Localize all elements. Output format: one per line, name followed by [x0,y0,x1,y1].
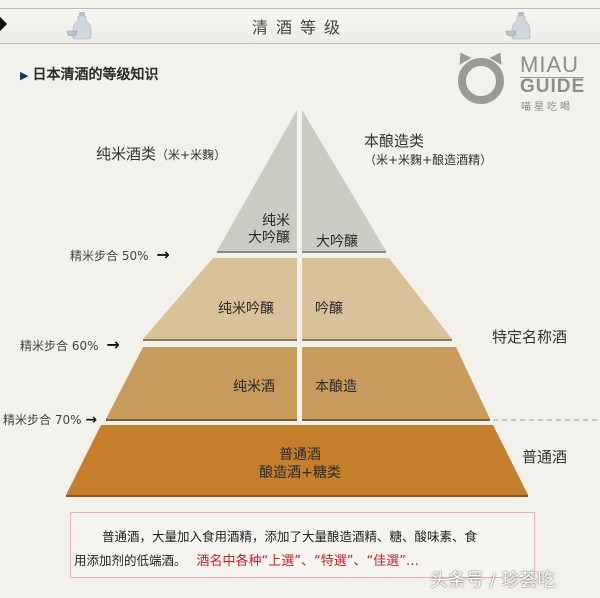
tier-4-label-line2: 酿造酒+糖类 [259,465,341,481]
tier-3-left-label: 纯米酒 [233,379,275,395]
note-highlight: 酒名中各种“上選”、“特選”、“佳選”… [196,554,419,569]
tier-4 [66,425,528,495]
side-label-special: 特定名称酒 [492,328,568,346]
polish-ratio-50-label: 精米步合 50% [70,249,149,263]
tier-3-left [106,347,297,419]
tier-2-right-label: 吟醸 [315,301,343,317]
logo-text-guide: GUIDE [520,76,586,97]
page-title: 清酒等级 [251,18,348,37]
tier-1-left-label-line2: 大吟醸 [248,230,290,246]
tier-1-right [302,110,386,251]
arrow-right-icon: → [106,335,120,354]
tier-1-right-label: 大吟醸 [316,234,358,250]
tier-4-label-line1: 普通酒 [279,447,321,463]
category-junmai-detail: （米+米麴） [156,148,227,162]
note-text-line1: 普通酒，大量加入食用酒精，添加了大量酿造酒精、糖、酸味素、食 [102,529,478,544]
polish-ratio-60: 精米步合 60% → [20,335,120,354]
arrow-right-icon: → [85,412,98,428]
tier-3-right [302,347,490,419]
tier-2-left-label: 纯米吟醸 [218,301,274,317]
note-text-plain: 用添加剂的低端酒。 [74,553,187,568]
tier-2-left [143,258,297,339]
tier-3-right-label: 本酿造 [315,379,357,395]
polish-ratio-70: 精米步合 70% → [3,411,97,428]
tier-2-right [302,258,452,339]
polish-ratio-60-label: 精米步合 60% [20,339,99,353]
sake-bottle-icon [505,12,531,40]
tier-1-left [217,110,297,251]
header-band [0,8,600,44]
side-label-ordinary: 普通酒 [522,448,568,466]
category-honjozo-title: 本酿造类 [364,132,425,150]
play-triangle-icon: ▶ [20,69,29,82]
section-heading: ▶日本清酒的等级知识 [20,64,158,84]
note-text-line2: 用添加剂的低端酒。酒名中各种“上選”、“特選”、“佳選”… [74,550,419,569]
note-box [70,512,535,578]
section-heading-text: 日本清酒的等级知识 [32,67,159,83]
polish-ratio-70-label: 精米步合 70% [3,413,82,427]
tier-1-left-label: 纯米 大吟醸 [246,213,290,247]
arrow-right-icon: → [156,245,170,264]
tier-4-label: 普通酒 酿造酒+糖类 [200,446,400,482]
logo-text-cn: 喵星吃喝 [521,102,573,113]
watermark: 头条号 / 珍荟吃 [430,570,556,591]
category-junmai-title: 纯米酒类 [96,145,157,163]
category-junmai: 纯米酒类（米+米麴） [96,143,226,164]
category-honjozo-detail: （米+米麴+酿造酒精） [364,153,493,167]
tier-1-left-label-line1: 纯米 [262,213,290,229]
logo-divider [520,77,584,78]
polish-ratio-50: 精米步合 50% → [70,245,170,264]
logo-text-miau: MIAU [520,52,579,77]
sake-bottle-icon [66,12,92,40]
logo-cat-ring-icon [458,58,504,104]
